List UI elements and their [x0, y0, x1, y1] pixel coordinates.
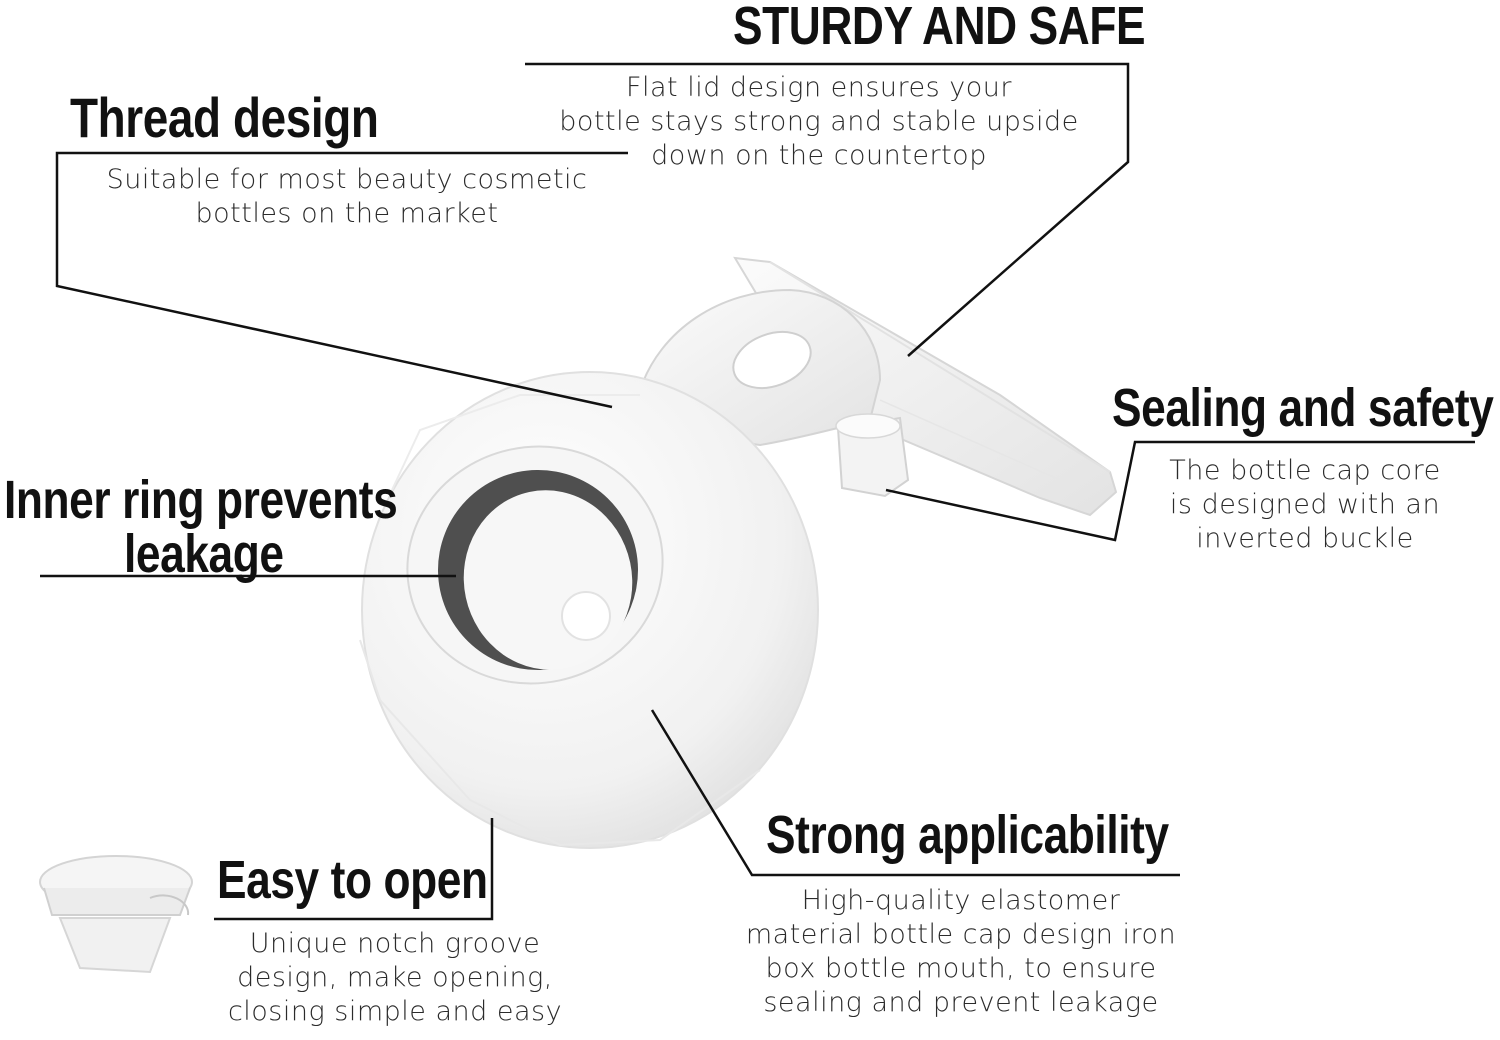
- easy-open-title: Easy to open: [217, 850, 488, 910]
- sturdy-description: Flat lid design ensures your bottle stay…: [514, 71, 1124, 173]
- easy-open-line: closing simple and easy: [227, 996, 563, 1027]
- callout-lines: [40, 62, 1475, 921]
- easy-open-line: design, make opening,: [237, 962, 553, 993]
- thread-title: Thread design: [70, 86, 379, 149]
- callout-line-applicability: [650, 709, 1180, 877]
- sealing-description: The bottle cap core is designed with an …: [1130, 454, 1480, 556]
- easy-open-description: Unique notch groove design, make opening…: [190, 927, 600, 1029]
- callout-line-easy-open: [214, 818, 494, 921]
- sturdy-line: Flat lid design ensures your: [625, 72, 1013, 103]
- sturdy-line: down on the countertop: [651, 140, 987, 171]
- applicability-description: High-quality elastomer material bottle c…: [700, 884, 1222, 1020]
- callout-line-sealing: [885, 440, 1475, 542]
- callout-line-thread: [55, 151, 628, 409]
- applicability-title: Strong applicability: [766, 805, 1169, 865]
- sealing-line: inverted buckle: [1196, 523, 1414, 554]
- easy-open-line: Unique notch groove: [249, 928, 541, 959]
- plug-core: [835, 413, 910, 498]
- thread-description: Suitable for most beauty cosmetic bottle…: [62, 163, 632, 231]
- inner-ring-title-line-2: leakage: [124, 524, 284, 584]
- sealing-line: is designed with an: [1169, 489, 1441, 520]
- cap-body: [359, 371, 819, 849]
- thumbnail-cap: [39, 855, 193, 974]
- sturdy-line: bottle stays strong and stable upside: [559, 106, 1079, 137]
- thread-line: bottles on the market: [195, 198, 499, 229]
- applicability-line: High-quality elastomer: [801, 885, 1121, 916]
- sturdy-title: STURDY AND SAFE: [733, 0, 1146, 56]
- sealing-title: Sealing and safety: [1112, 378, 1494, 438]
- applicability-line: material bottle cap design iron: [745, 919, 1177, 950]
- thread-line: Suitable for most beauty cosmetic: [106, 164, 588, 195]
- sealing-line: The bottle cap core: [1169, 455, 1441, 486]
- applicability-line: sealing and prevent leakage: [763, 987, 1159, 1018]
- inner-ring-title-line-1: Inner ring prevents: [4, 470, 398, 530]
- callout-line-sturdy: [525, 62, 1130, 357]
- applicability-line: box bottle mouth, to ensure: [765, 953, 1157, 984]
